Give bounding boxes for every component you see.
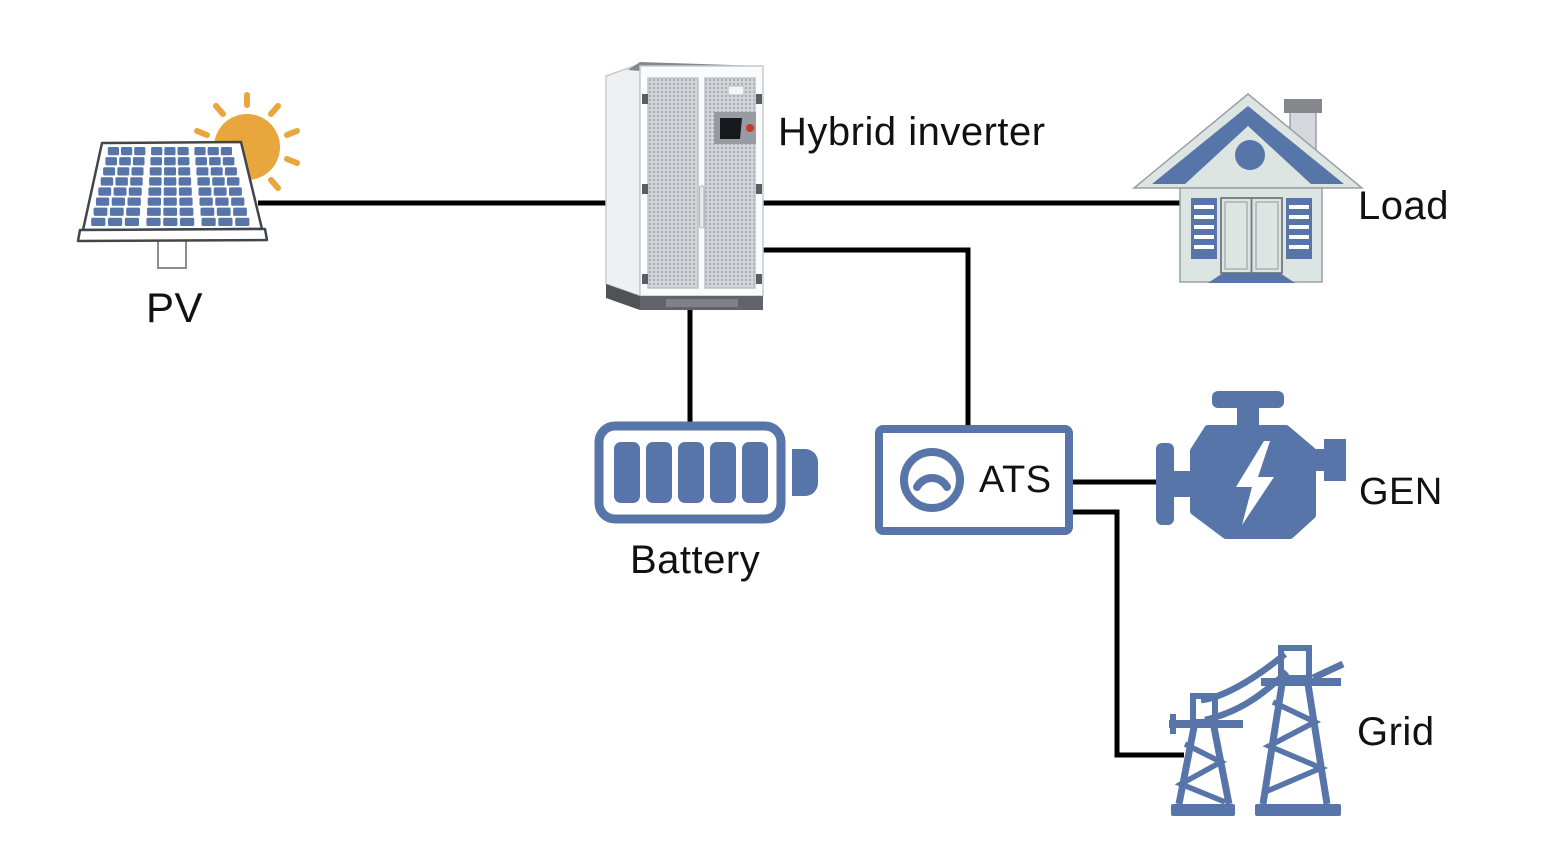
pv-label: PV	[146, 284, 204, 331]
load-label: Load	[1358, 184, 1449, 228]
power-grid-icon	[1169, 645, 1345, 816]
engine-bracket	[1312, 439, 1346, 481]
base-vent	[666, 299, 738, 307]
pylon-tall-base	[1255, 804, 1341, 816]
ats-dial-icon	[900, 448, 964, 512]
inverter-cabinet-icon	[605, 62, 764, 310]
cabinet-door-right	[704, 77, 756, 289]
lightning-bolt-icon	[1236, 441, 1274, 525]
panel-stand	[157, 237, 187, 269]
hinges	[642, 94, 762, 284]
cabinet-side	[605, 62, 641, 298]
wire-inverter-to-ats	[760, 247, 971, 428]
battery-icon	[594, 421, 818, 524]
battery-terminal	[792, 449, 818, 496]
cabinet-badge	[727, 85, 745, 96]
panel-rim	[76, 227, 269, 243]
battery-cells	[614, 442, 768, 503]
engine-mount	[1156, 443, 1174, 525]
node-battery	[593, 418, 828, 535]
generator-icon	[1156, 391, 1346, 539]
house-icon	[1131, 93, 1365, 283]
wire-ats-to-grid	[1072, 509, 1184, 758]
cabinet-door-left	[647, 77, 699, 289]
node-inverter	[600, 58, 768, 317]
node-load	[1126, 86, 1366, 303]
cabinet-handle	[699, 185, 705, 229]
solar-panel-icon	[76, 92, 300, 269]
ats-label: ATS	[979, 458, 1052, 501]
door-mat	[1208, 273, 1295, 283]
panel-cells	[91, 147, 250, 226]
chimney-cap	[1284, 99, 1322, 113]
node-grid	[1155, 638, 1350, 825]
grid-label: Grid	[1357, 710, 1435, 754]
power-button	[746, 124, 754, 132]
base-side	[606, 284, 640, 310]
window-shutters	[1191, 198, 1312, 259]
gen-label: GEN	[1359, 471, 1443, 513]
round-window	[1235, 140, 1265, 170]
pylon-small	[1169, 693, 1243, 805]
node-gen	[1152, 385, 1357, 550]
screen	[720, 118, 742, 139]
pylon-tall	[1259, 645, 1345, 805]
inverter-label: Hybrid inverter	[778, 110, 1046, 154]
battery-label: Battery	[630, 538, 761, 582]
engine-valve	[1212, 391, 1284, 408]
node-ats: ATS	[875, 425, 1073, 535]
pylon-small-base	[1171, 804, 1235, 816]
node-pv	[70, 90, 300, 310]
